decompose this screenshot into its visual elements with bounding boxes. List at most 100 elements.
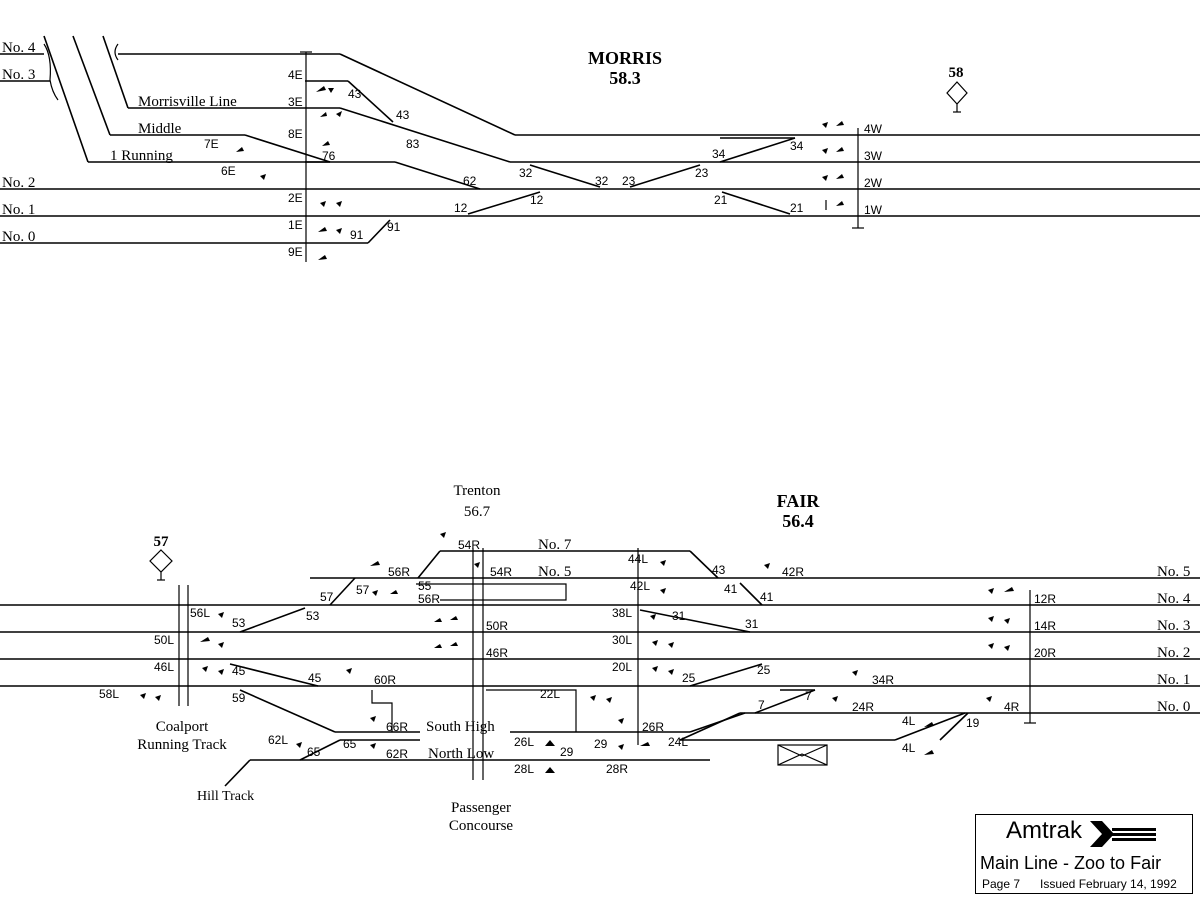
switch-label: 23 xyxy=(695,166,709,180)
amtrak-logo-icon xyxy=(1090,821,1156,847)
signal-label: 46L xyxy=(154,660,174,674)
switch-label: 25 xyxy=(757,663,771,677)
switch-label: 12 xyxy=(530,193,544,207)
legend-box: Amtrak Main Line - Zoo to Fair Page 7 Is… xyxy=(975,814,1193,894)
signal-label: 4R xyxy=(1004,700,1020,714)
signal-label: 2E xyxy=(288,191,303,205)
signal-label: 62R xyxy=(386,747,408,761)
branch-label-1-running: 1 Running xyxy=(110,148,173,164)
switch-label: 43 xyxy=(712,563,726,577)
signal-label: 54R xyxy=(458,538,480,552)
coalport-label: Coalport xyxy=(156,719,209,735)
switch-label: 31 xyxy=(672,609,686,623)
switch-label: 41 xyxy=(724,582,738,596)
signal-label: 9E xyxy=(288,245,303,259)
signal-label: 3E xyxy=(288,95,303,109)
switch-label: 43 xyxy=(396,108,410,122)
legend-page: Page 7 xyxy=(982,877,1021,891)
track-label-no1: No. 1 xyxy=(2,202,35,218)
switch-label: 65 xyxy=(343,737,357,751)
switch-label: 83 xyxy=(406,137,420,151)
switch-label: 7 xyxy=(758,698,765,712)
fair-tracks xyxy=(0,548,1200,787)
switch-label: 62 xyxy=(463,174,477,188)
switch-label: 7 xyxy=(805,689,812,703)
switch-label: 43 xyxy=(348,87,362,101)
signal-label: 2W xyxy=(864,176,883,190)
signal-label: 62L xyxy=(268,733,288,747)
signal-label: 4L xyxy=(902,741,916,755)
switch-label: 55 xyxy=(418,579,432,593)
signal-label: 58L xyxy=(99,687,119,701)
switch-label: 91 xyxy=(387,220,401,234)
running-track-label: Running Track xyxy=(137,737,227,753)
signal-label: 30L xyxy=(612,633,632,647)
switch-label: 29 xyxy=(560,745,574,759)
switch-label: 31 xyxy=(745,617,759,631)
signal-label: 1E xyxy=(288,218,303,232)
signal-label: 56R xyxy=(418,592,440,606)
switch-label: 45 xyxy=(308,671,322,685)
signal-label: 50R xyxy=(486,619,508,633)
track-label-no5-inner: No. 5 xyxy=(538,564,571,580)
switch-label: 34 xyxy=(712,147,726,161)
switch-label: 76 xyxy=(322,149,336,163)
milepost-58-icon xyxy=(946,81,968,113)
signal-label: 42R xyxy=(782,565,804,579)
morris-tracks xyxy=(0,35,1200,262)
signal-label: 26R xyxy=(642,720,664,734)
branch-label-middle: Middle xyxy=(138,121,182,137)
switch-label: 34 xyxy=(790,139,804,153)
track-label-no2: No. 2 xyxy=(2,175,35,191)
trenton-name: Trenton xyxy=(454,483,501,499)
branch-label-morrisville-line: Morrisville Line xyxy=(138,94,237,110)
signal-label: 6E xyxy=(221,164,236,178)
signal-label: 4E xyxy=(288,68,303,82)
switch-label: 21 xyxy=(790,201,804,215)
milepost-57-label: 57 xyxy=(154,534,170,550)
switch-label: 57 xyxy=(356,583,370,597)
signal-label: 1W xyxy=(864,203,883,217)
signal-label: 42L xyxy=(630,579,650,593)
signal-label: 26L xyxy=(514,735,534,749)
switch-label: 53 xyxy=(306,609,320,623)
switch-label: 21 xyxy=(714,193,728,207)
signal-label: 7E xyxy=(204,137,219,151)
switch-label: 57 xyxy=(320,590,334,604)
signal-label: 22L xyxy=(540,687,560,701)
track-label-no3: No. 3 xyxy=(1157,618,1190,634)
signal-label: 4L xyxy=(902,714,916,728)
signal-label: 8E xyxy=(288,127,303,141)
signal-label: 66R xyxy=(386,720,408,734)
legend-subtitle: Main Line - Zoo to Fair xyxy=(980,853,1162,873)
track-label-no2: No. 2 xyxy=(1157,645,1190,661)
passenger-label: Passenger xyxy=(451,800,511,816)
milepost-58-label: 58 xyxy=(949,65,964,81)
signal-label: 44L xyxy=(628,552,648,566)
track-label-no0: No. 0 xyxy=(1157,699,1190,715)
fair-signals xyxy=(140,532,1014,773)
switch-label: 19 xyxy=(966,716,980,730)
switch-label: 45 xyxy=(232,664,246,678)
track-label-no5: No. 5 xyxy=(1157,564,1190,580)
signal-label: 24L xyxy=(668,735,688,749)
switch-label: 29 xyxy=(594,737,608,751)
signal-label: 56L xyxy=(190,606,210,620)
signal-label: 12R xyxy=(1034,592,1056,606)
legend-issued: Issued February 14, 1992 xyxy=(1040,877,1177,891)
signal-label: 50L xyxy=(154,633,174,647)
switch-label: 23 xyxy=(622,174,636,188)
milepost-57-icon xyxy=(149,549,173,581)
concourse-label: Concourse xyxy=(449,818,513,834)
switch-label: 91 xyxy=(350,228,364,242)
signal-label: 28L xyxy=(514,762,534,776)
switch-label: 41 xyxy=(760,590,774,604)
signal-label: 20L xyxy=(612,660,632,674)
signal-label: 54R xyxy=(490,565,512,579)
switch-label: 25 xyxy=(682,671,696,685)
track-label-no1: No. 1 xyxy=(1157,672,1190,688)
signal-label: 56R xyxy=(388,565,410,579)
signal-label: 46R xyxy=(486,646,508,660)
morris-station-mile: 58.3 xyxy=(609,68,641,88)
